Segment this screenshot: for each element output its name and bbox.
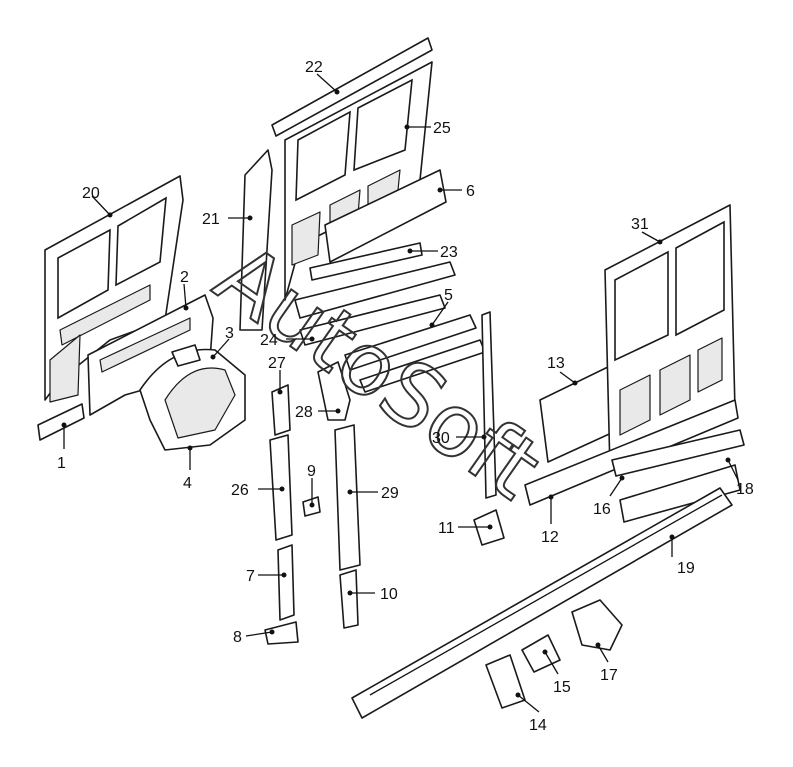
callout-19: 19 bbox=[677, 560, 695, 577]
callout-28: 28 bbox=[295, 404, 313, 421]
part-1-plate bbox=[37, 403, 85, 441]
callout-29: 29 bbox=[381, 485, 399, 502]
part-15-bracket bbox=[521, 634, 561, 673]
callout-15: 15 bbox=[553, 679, 571, 696]
callout-3: 3 bbox=[225, 325, 234, 342]
callout-17: 17 bbox=[600, 667, 618, 684]
callout-1: 1 bbox=[57, 455, 66, 472]
part-12-sill bbox=[524, 399, 739, 506]
callout-labels: 1 2 3 4 5 6 7 8 9 10 11 12 13 14 15 16 1… bbox=[57, 59, 754, 734]
part-16-rail bbox=[611, 429, 745, 477]
callout-10: 10 bbox=[380, 586, 398, 603]
callout-14: 14 bbox=[529, 717, 547, 734]
callout-21: 21 bbox=[202, 211, 220, 228]
callout-31: 31 bbox=[631, 216, 649, 233]
watermark: AutoSoft bbox=[197, 224, 559, 520]
callout-22: 22 bbox=[305, 59, 323, 76]
callout-25: 25 bbox=[433, 120, 451, 137]
part-17-bracket bbox=[571, 599, 623, 651]
part-31-side-panel bbox=[604, 204, 736, 471]
callout-27: 27 bbox=[268, 355, 286, 372]
watermark-text: AutoSoft bbox=[198, 225, 558, 519]
part-23-rail bbox=[309, 242, 423, 281]
callout-7: 7 bbox=[246, 568, 255, 585]
callout-30: 30 bbox=[432, 430, 450, 447]
callout-11: 11 bbox=[438, 520, 455, 537]
callout-18: 18 bbox=[736, 481, 754, 498]
callout-26: 26 bbox=[231, 482, 249, 499]
callout-24: 24 bbox=[260, 332, 278, 349]
callout-16: 16 bbox=[593, 501, 611, 518]
callout-13: 13 bbox=[547, 355, 565, 372]
callout-12: 12 bbox=[541, 529, 559, 546]
part-20-side-panel bbox=[44, 175, 184, 403]
leader-lines bbox=[61, 73, 739, 713]
callout-5: 5 bbox=[444, 287, 453, 304]
callout-4: 4 bbox=[183, 475, 192, 492]
part-7-pillar-lower bbox=[277, 544, 295, 621]
part-29-pillar bbox=[334, 424, 361, 571]
callout-6: 6 bbox=[466, 183, 475, 200]
part-27-bracket bbox=[271, 384, 291, 436]
part-21-pillar bbox=[239, 149, 273, 331]
part-8-foot bbox=[264, 621, 299, 645]
part-18-rail bbox=[619, 464, 741, 523]
part-24-sill bbox=[294, 261, 456, 346]
callout-9: 9 bbox=[307, 463, 316, 480]
part-13-panel bbox=[539, 364, 619, 463]
part-14-bracket bbox=[485, 654, 526, 709]
part-28-bracket bbox=[317, 361, 351, 421]
part-4-wheel-arch bbox=[139, 344, 246, 451]
part-10-pillar-lower bbox=[339, 569, 359, 629]
callout-2: 2 bbox=[180, 269, 189, 286]
part-19-long-sill bbox=[351, 487, 733, 719]
part-6-panel bbox=[324, 169, 447, 263]
callout-20: 20 bbox=[82, 185, 100, 202]
part-22-roof-rail bbox=[271, 37, 433, 137]
callout-8: 8 bbox=[233, 629, 242, 646]
callout-23: 23 bbox=[440, 244, 458, 261]
